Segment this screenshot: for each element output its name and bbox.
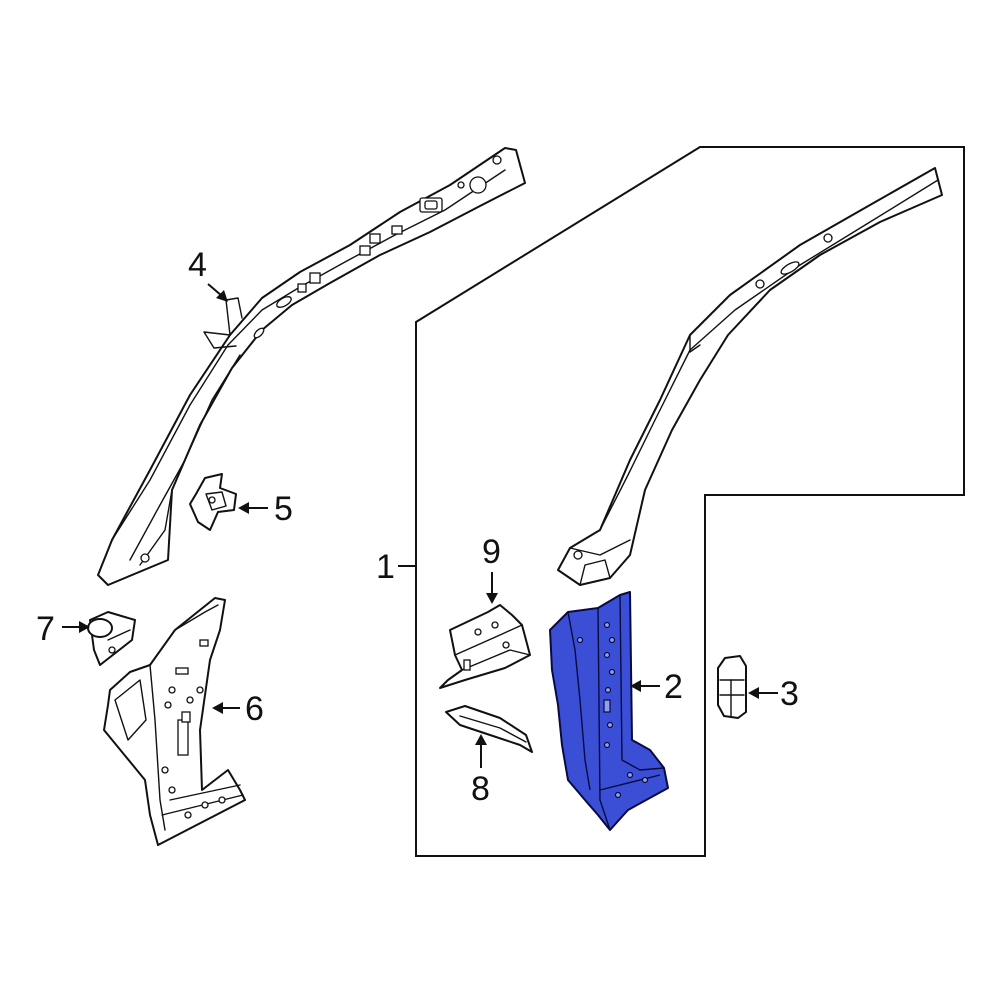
part-9-bracket[interactable]: [439, 604, 531, 689]
callout-1: 1: [376, 548, 395, 586]
callout-5: 5: [274, 490, 293, 528]
part-3-clip[interactable]: [717, 655, 747, 719]
part-6-lower-panel[interactable]: [103, 597, 246, 846]
part-2-pillar-highlighted[interactable]: [549, 591, 669, 831]
part-7-block[interactable]: [87, 611, 136, 666]
part-5-bracket[interactable]: [189, 473, 237, 531]
callout-6: 6: [245, 690, 264, 728]
part-4-pillar-rail[interactable]: [97, 147, 526, 586]
callout-9: 9: [482, 533, 501, 571]
callout-4: 4: [188, 246, 207, 284]
callout-8: 8: [471, 770, 490, 808]
callout-7: 7: [36, 610, 55, 648]
callout-3: 3: [780, 675, 799, 713]
part-1-pillar-assembly[interactable]: [557, 167, 943, 586]
leader-lines: [62, 283, 778, 768]
callout-2: 2: [664, 668, 683, 706]
part-8-strip[interactable]: [445, 705, 533, 753]
assembly-frame: [415, 146, 965, 857]
